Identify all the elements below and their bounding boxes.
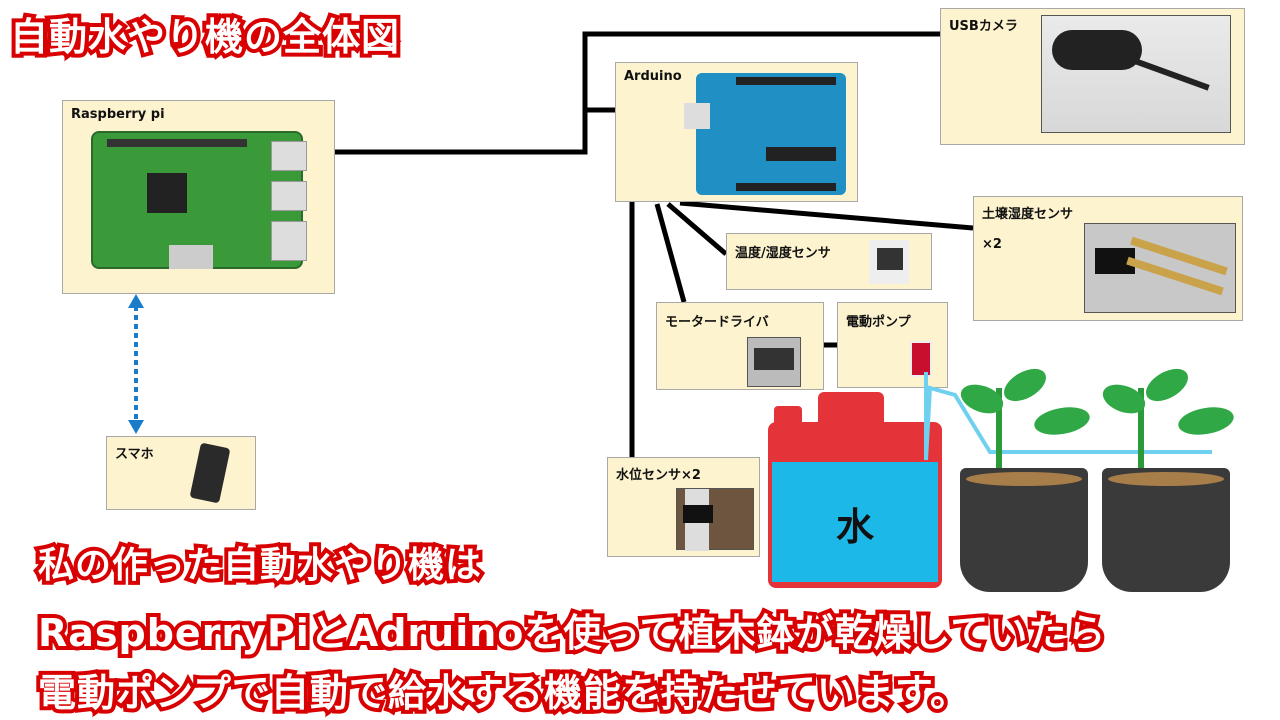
soil-sensor-image xyxy=(1084,223,1236,313)
soil-sensor-count: ×2 xyxy=(982,237,1002,252)
caption-line-1: 私の作った自動水やり機は xyxy=(34,541,485,590)
arduino-box: Arduino xyxy=(615,62,858,202)
pump-image xyxy=(910,341,932,377)
raspberry-pi-label: Raspberry pi xyxy=(71,107,165,122)
motor-driver-image xyxy=(747,337,801,387)
page-title: 自動水やり機の全体図 xyxy=(6,11,403,63)
smartphone-label: スマホ xyxy=(115,447,154,462)
temp-humidity-sensor-label: 温度/湿度センサ xyxy=(735,246,831,261)
caption-line-2: RaspberryPiとAdruinoを使って植木鉢が乾燥していたら xyxy=(34,607,1109,659)
temp-humidity-sensor-box: 温度/湿度センサ xyxy=(726,233,932,290)
water-tank-label: 水 xyxy=(835,505,874,549)
pump-label: 電動ポンプ xyxy=(846,315,911,330)
usb-camera-image xyxy=(1041,15,1231,133)
water-level-sensor-box: 水位センサ×2 xyxy=(607,457,760,557)
arduino-label: Arduino xyxy=(624,69,682,84)
soil-sensor-box: 土壌湿度センサ ×2 xyxy=(973,196,1243,321)
motor-driver-label: モータードライバ xyxy=(665,315,769,330)
arduino-board-image xyxy=(684,73,846,195)
raspberry-pi-box: Raspberry pi xyxy=(62,100,335,294)
usb-camera-box: USBカメラ xyxy=(940,8,1245,145)
smartphone-box: スマホ xyxy=(106,436,256,510)
temp-sensor-image xyxy=(869,240,909,284)
water-level-sensor-label: 水位センサ×2 xyxy=(616,468,701,483)
water-level-sensor-image xyxy=(676,488,754,551)
raspberry-pi-board-image xyxy=(91,131,307,269)
motor-driver-box: モータードライバ xyxy=(656,302,824,390)
plants-illustration xyxy=(956,362,1260,594)
water-tank: 水 xyxy=(768,392,942,588)
usb-camera-label: USBカメラ xyxy=(949,19,1018,34)
soil-sensor-label: 土壌湿度センサ xyxy=(982,207,1074,222)
caption-line-3: 電動ポンプで自動で給水する機能を持たせています。 xyxy=(34,667,972,719)
pump-box: 電動ポンプ xyxy=(837,302,948,388)
